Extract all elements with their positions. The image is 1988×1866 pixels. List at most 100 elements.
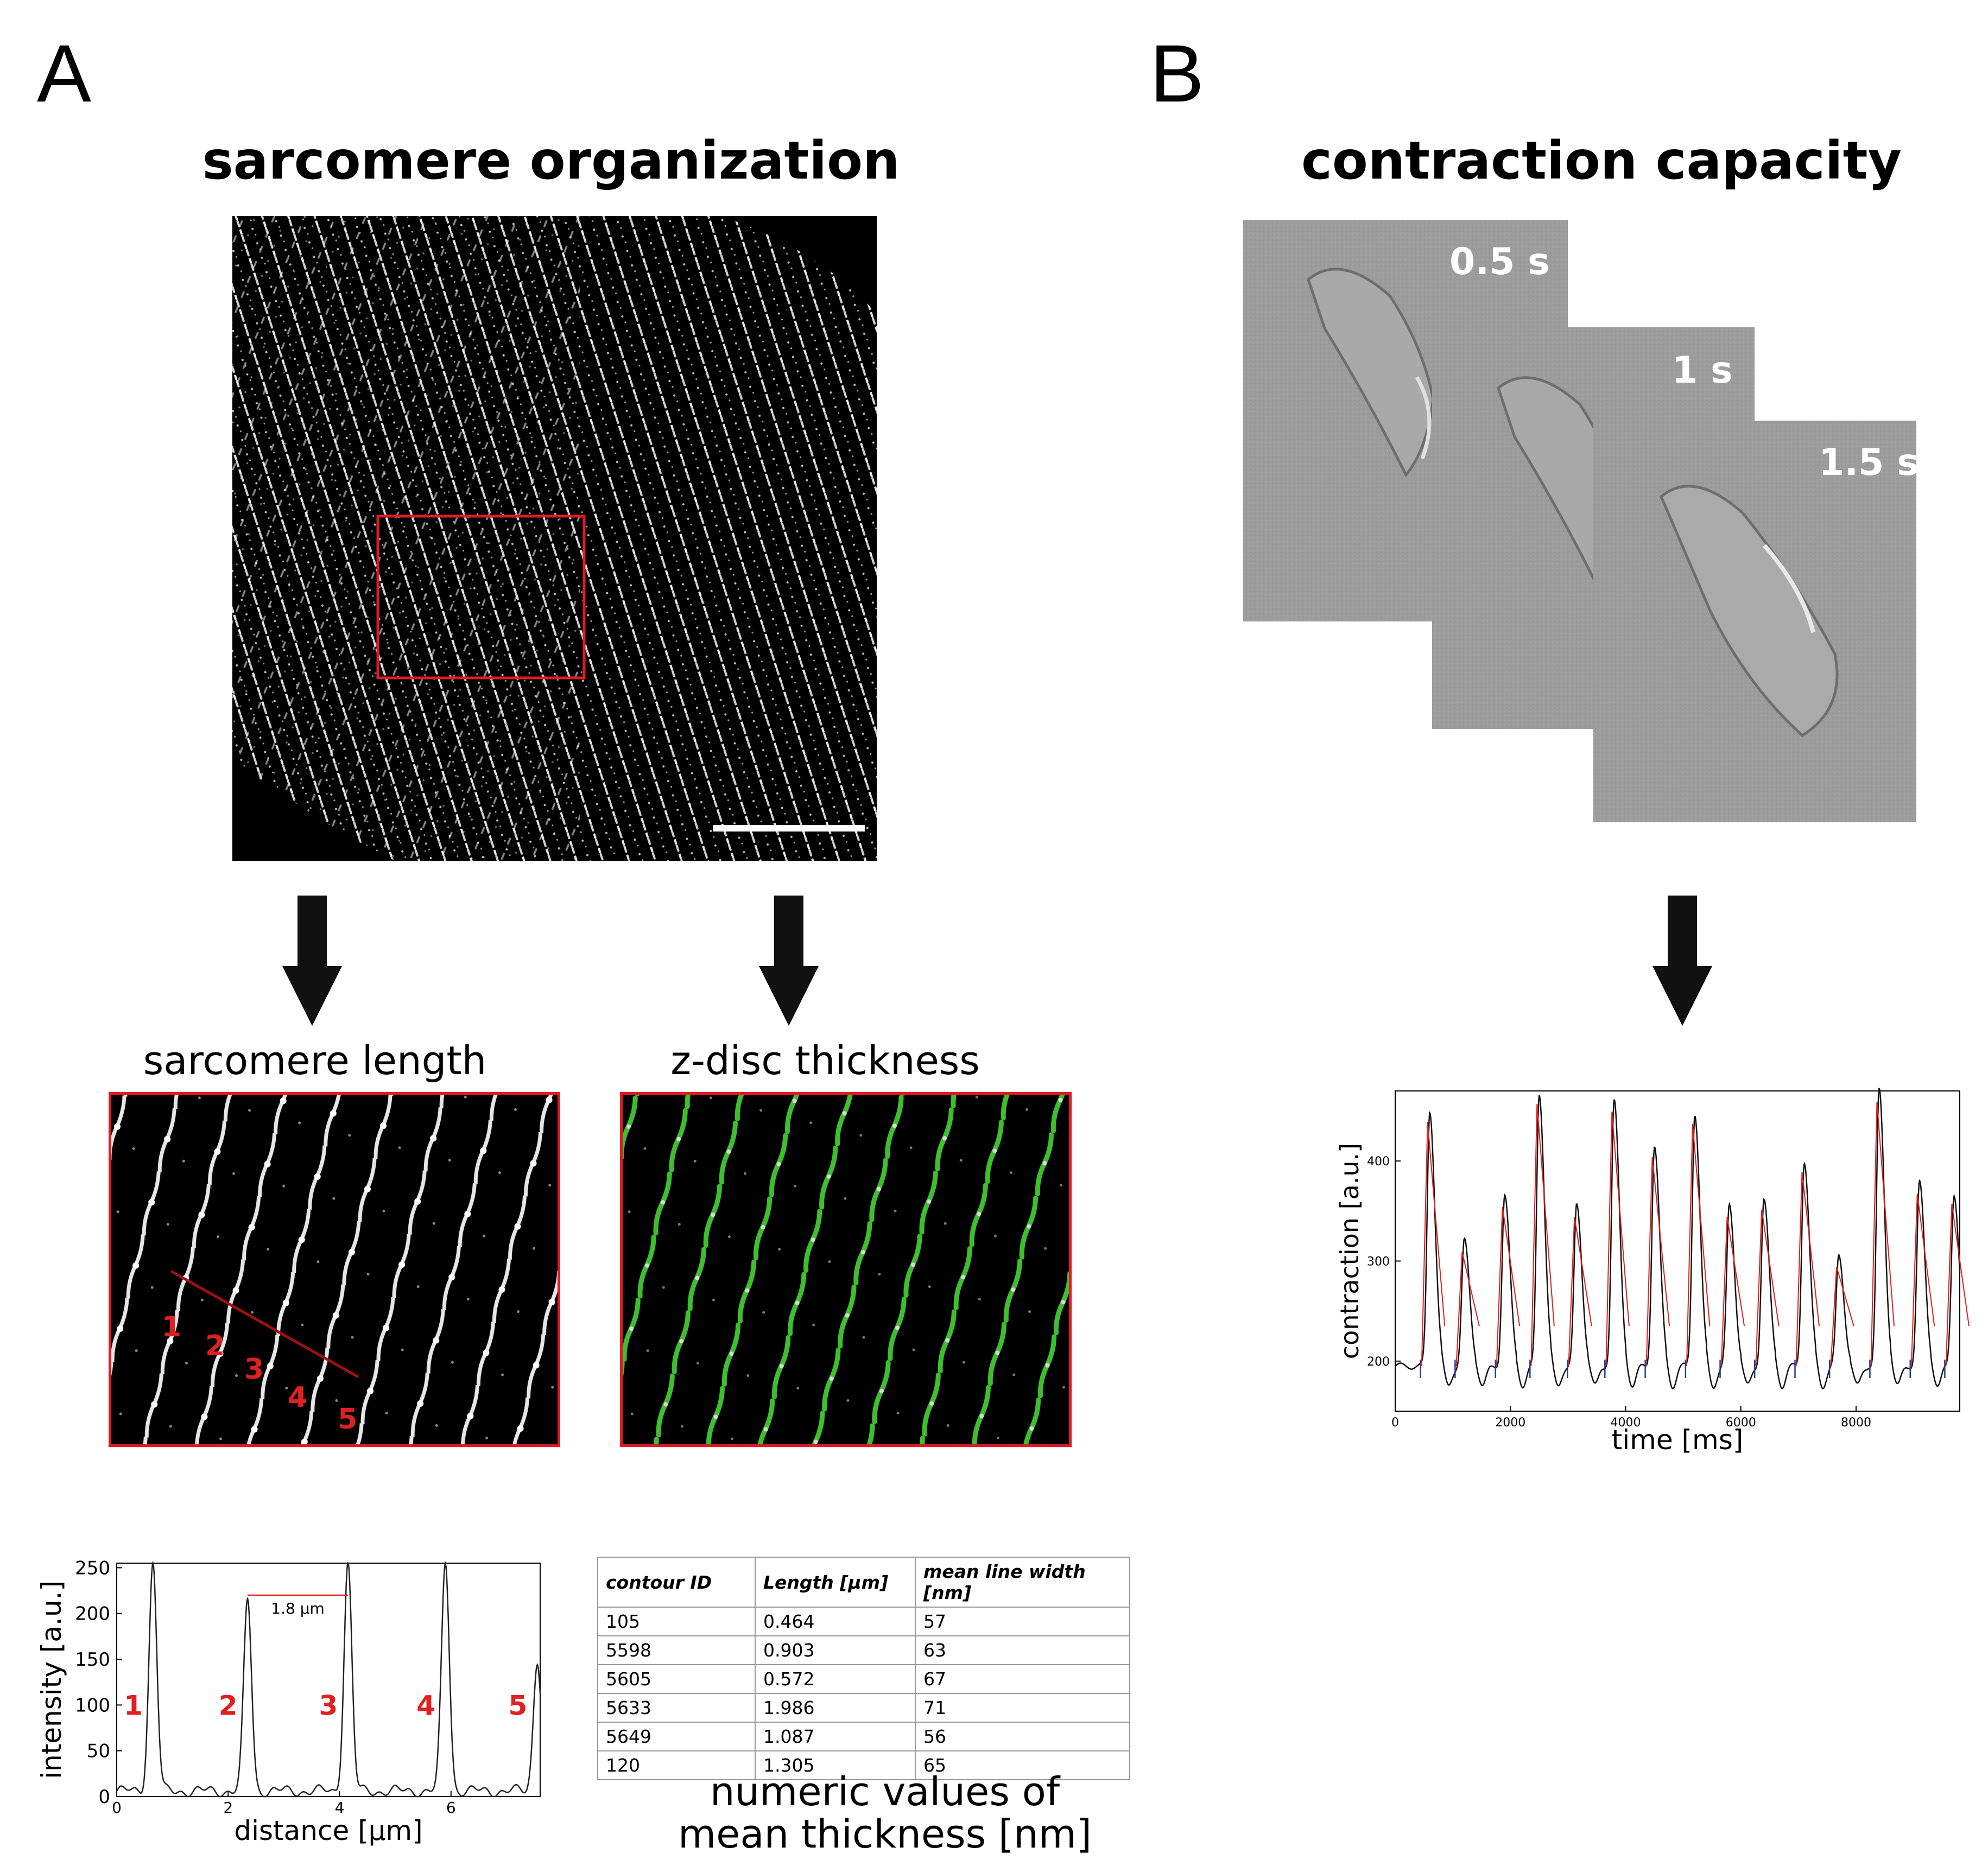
- fit-segment: [1870, 1101, 1895, 1367]
- table-cell: 63: [915, 1635, 1130, 1665]
- table-cell: 67: [915, 1664, 1130, 1694]
- table-cell: 0.572: [755, 1664, 916, 1694]
- frame-label-0-5s: 0.5 s: [1449, 240, 1550, 283]
- contraction-frames: 0.5 s 1 s 1.5 s: [1243, 220, 1916, 822]
- table-row: 5633 1.986 71: [597, 1693, 1130, 1723]
- y-tick-label: 50: [87, 1741, 110, 1762]
- table-cell: 56: [915, 1722, 1130, 1751]
- table-caption: numeric values of mean thickness [nm]: [668, 1770, 1102, 1855]
- frame-label-1s: 1 s: [1672, 349, 1732, 392]
- panel-letter-b: B: [1150, 28, 1205, 119]
- table-cell: 120: [597, 1750, 756, 1780]
- x-axis-label: time [ms]: [1612, 1424, 1744, 1456]
- table-cell: 71: [915, 1693, 1130, 1723]
- x-tick-label: 8000: [1841, 1416, 1871, 1430]
- sarcomere-length-title: sarcomere length: [143, 1038, 487, 1083]
- scale-bar: [713, 825, 865, 832]
- table-header-row: contour ID Length [µm] mean line width […: [597, 1557, 1130, 1608]
- fit-segment: [1945, 1203, 1970, 1367]
- peak-marker-5: 5: [338, 1403, 357, 1436]
- down-arrow-icon: [759, 896, 819, 1026]
- contour-table: contour ID Length [µm] mean line width […: [597, 1557, 1130, 1780]
- table-row: 5598 0.903 63: [597, 1635, 1130, 1665]
- table-cell: 5649: [597, 1722, 756, 1751]
- y-axis-label: intensity [a.u.]: [36, 1581, 67, 1779]
- x-tick-label: 4000: [1610, 1416, 1641, 1430]
- frame-1-5s: 1.5 s: [1593, 421, 1916, 822]
- x-tick-label: 4: [335, 1799, 345, 1817]
- x-tick-label: 0: [1391, 1416, 1399, 1430]
- table-row: 5649 1.087 56: [597, 1722, 1130, 1751]
- fit-segment: [1605, 1112, 1630, 1367]
- y-tick-label: 250: [75, 1557, 110, 1579]
- distance-annotation-label: 1.8 µm: [271, 1600, 325, 1617]
- x-tick-label: 6000: [1726, 1416, 1756, 1430]
- fit-segment: [1795, 1171, 1820, 1367]
- fit-segment: [1568, 1216, 1592, 1367]
- table-cell: 105: [597, 1607, 756, 1636]
- y-tick-label: 200: [75, 1603, 110, 1625]
- x-tick-label: 6: [446, 1799, 456, 1817]
- table-header-cell: contour ID: [597, 1557, 756, 1608]
- y-axis-label: contraction [a.u.]: [1335, 1143, 1364, 1359]
- peak-label: 3: [319, 1690, 338, 1721]
- table-cell: 1.087: [755, 1722, 916, 1751]
- table-row: 120 1.305 65: [597, 1750, 1130, 1780]
- sarcomere-length-zoom-image: 1 2 3 4 5: [109, 1092, 560, 1447]
- plot-frame: [116, 1563, 541, 1797]
- peak-marker-3: 3: [244, 1353, 264, 1386]
- table-row: 5605 0.572 67: [597, 1664, 1130, 1694]
- measurement-line: [170, 1270, 359, 1379]
- table-cell: 5633: [597, 1693, 756, 1723]
- fit-segment: [1755, 1209, 1780, 1367]
- table-cell: 1.986: [755, 1693, 916, 1723]
- down-arrow-icon: [1653, 896, 1712, 1026]
- peak-marker-4: 4: [288, 1381, 307, 1414]
- table-cell: 0.464: [755, 1607, 916, 1636]
- z-disc-thickness-title: z-disc thickness: [670, 1038, 980, 1083]
- contour-table-container: contour ID Length [µm] mean line width […: [597, 1557, 1130, 1780]
- table-caption-line-1: numeric values of: [710, 1769, 1060, 1814]
- down-arrow-icon: [282, 896, 342, 1026]
- sarcomere-microscopy-image: [232, 216, 877, 861]
- fit-segment: [1686, 1124, 1711, 1367]
- y-tick-label: 150: [75, 1649, 110, 1671]
- table-cell: 0.903: [755, 1635, 916, 1665]
- fit-segment: [1496, 1207, 1521, 1367]
- table-cell: 5605: [597, 1664, 756, 1694]
- table-row: 105 0.464 57: [597, 1607, 1130, 1636]
- peak-marker-2: 2: [205, 1330, 225, 1362]
- x-tick-label: 0: [112, 1799, 122, 1817]
- table-cell: 65: [915, 1750, 1130, 1780]
- frame-label-1-5s: 1.5 s: [1819, 441, 1916, 484]
- panel-letter-a: A: [37, 28, 92, 119]
- contraction-trace: [1395, 1088, 1961, 1390]
- peak-label: 5: [508, 1690, 527, 1721]
- peak-label: 1: [124, 1690, 143, 1721]
- table-header-cell: Length [µm]: [755, 1557, 916, 1608]
- y-tick-label: 200: [1367, 1355, 1390, 1369]
- y-tick-label: 400: [1367, 1155, 1390, 1169]
- y-tick-label: 100: [75, 1694, 110, 1716]
- fit-segment: [1720, 1216, 1745, 1367]
- fit-segment: [1830, 1266, 1854, 1367]
- fit-segment: [1455, 1252, 1480, 1367]
- y-tick-label: 300: [1367, 1255, 1390, 1268]
- plot-frame: [1395, 1090, 1960, 1412]
- fit-segment: [1910, 1194, 1935, 1367]
- peak-label: 2: [219, 1690, 238, 1721]
- peak-label: 4: [416, 1690, 435, 1721]
- intensity-line: [116, 1560, 541, 1798]
- table-cell: 1.305: [755, 1750, 916, 1780]
- peak-marker-1: 1: [162, 1311, 181, 1343]
- table-header-cell: mean line width [nm]: [915, 1557, 1130, 1608]
- region-of-interest-box: [376, 515, 586, 680]
- x-tick-label: 2000: [1495, 1416, 1525, 1430]
- fit-segment: [1421, 1121, 1446, 1367]
- table-cell: 57: [915, 1607, 1130, 1636]
- section-title-sarcomere-organization: sarcomere organization: [202, 130, 900, 191]
- table-cell: 5598: [597, 1635, 756, 1665]
- x-tick-label: 2: [223, 1799, 233, 1817]
